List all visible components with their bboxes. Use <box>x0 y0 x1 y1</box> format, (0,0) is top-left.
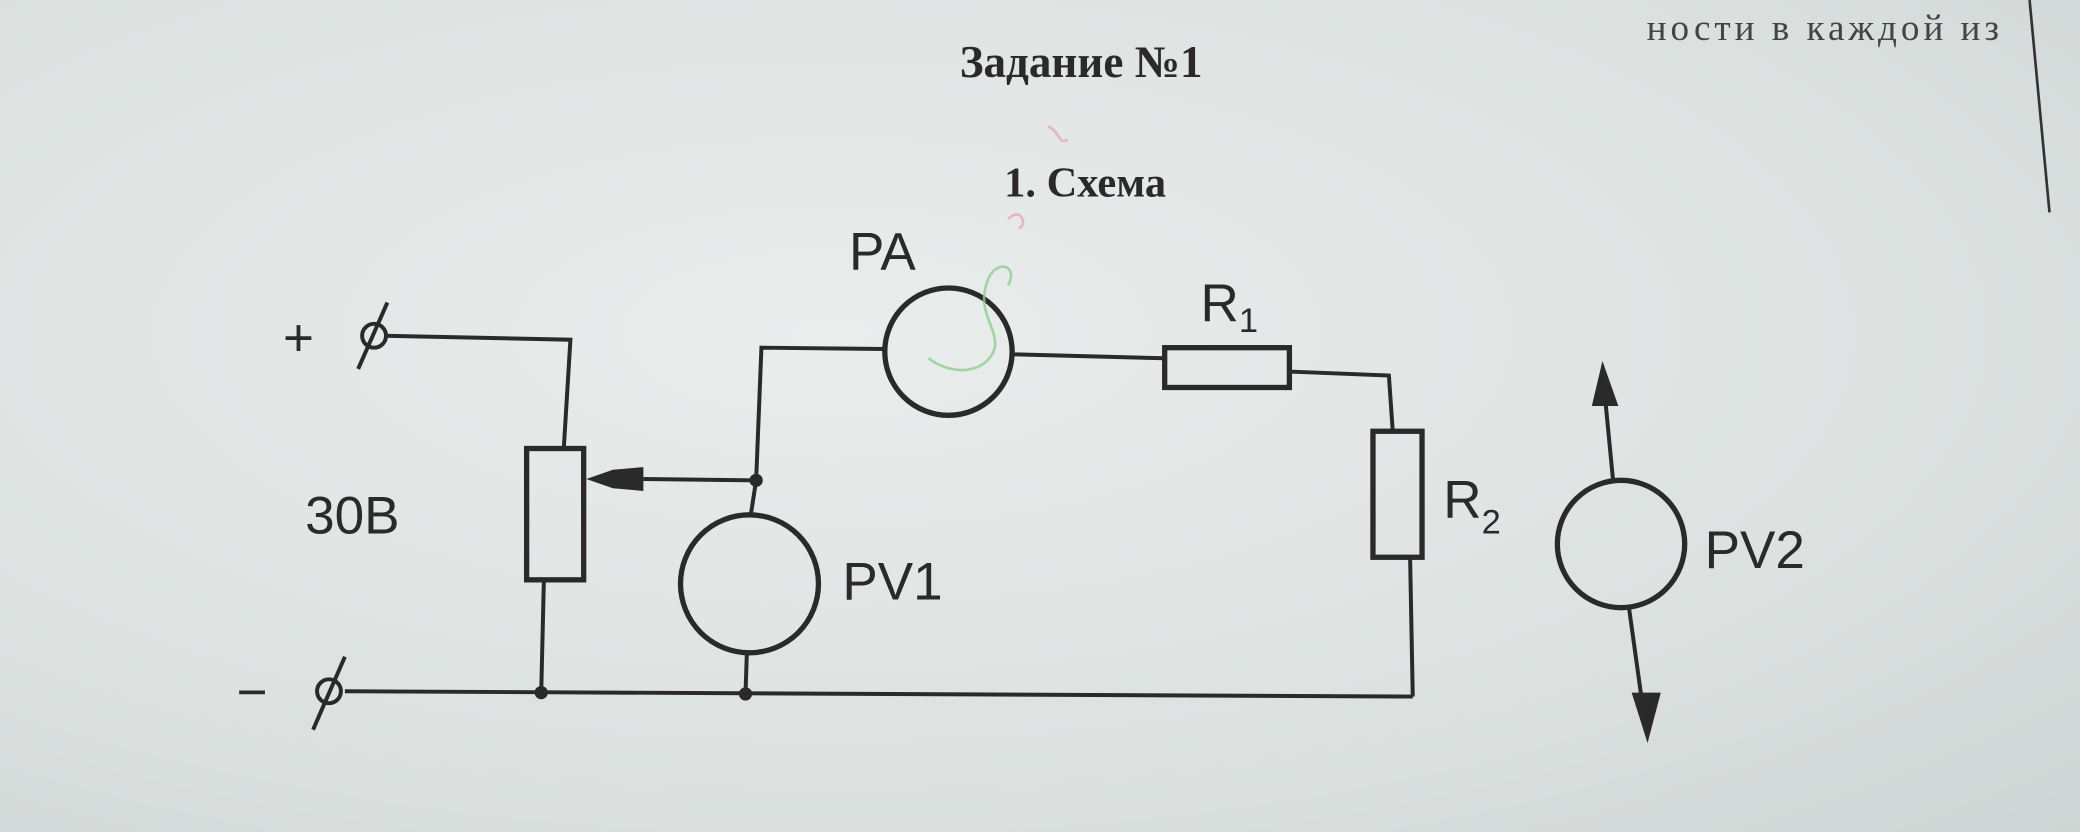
page-edge <box>2028 0 2051 213</box>
page-title: Задание №1 <box>960 37 1203 87</box>
ammeter-pa <box>882 285 1015 418</box>
voltmeter-pv2 <box>1554 477 1688 611</box>
pv2-probe-bottom-icon <box>1631 692 1661 743</box>
pv2-probe-top-icon <box>1591 360 1619 407</box>
handwriting-scribble <box>927 265 1013 372</box>
top-text-fragment: ности в каждой из <box>1647 8 2003 49</box>
voltmeter-pv1 <box>677 512 822 656</box>
terminal-minus: − <box>237 655 347 731</box>
terminal-plus-circle <box>360 321 389 350</box>
section-title: 1. Схема <box>1004 159 1166 206</box>
voltmeter1-label: PV1 <box>842 553 942 612</box>
minus-label: − <box>237 663 268 722</box>
resistor-r2 <box>1370 428 1425 560</box>
resistor-r1 <box>1162 345 1293 391</box>
plus-label: + <box>283 309 314 368</box>
handwriting-scribble-pink <box>1007 124 1069 230</box>
wires <box>344 333 1645 704</box>
rheostat <box>523 445 587 583</box>
terminal-plus: + <box>283 301 390 370</box>
resistor-r2-label: R2 <box>1443 470 1500 541</box>
voltmeter2-label: PV2 <box>1705 521 1805 580</box>
resistor-r1-label: R1 <box>1201 274 1258 340</box>
terminal-minus-circle <box>315 677 343 706</box>
rheostat-wiper-arrow <box>586 467 644 491</box>
junction-dots <box>534 473 763 701</box>
ammeter-label: PA <box>849 222 916 281</box>
source-voltage-label: 30В <box>305 486 399 545</box>
